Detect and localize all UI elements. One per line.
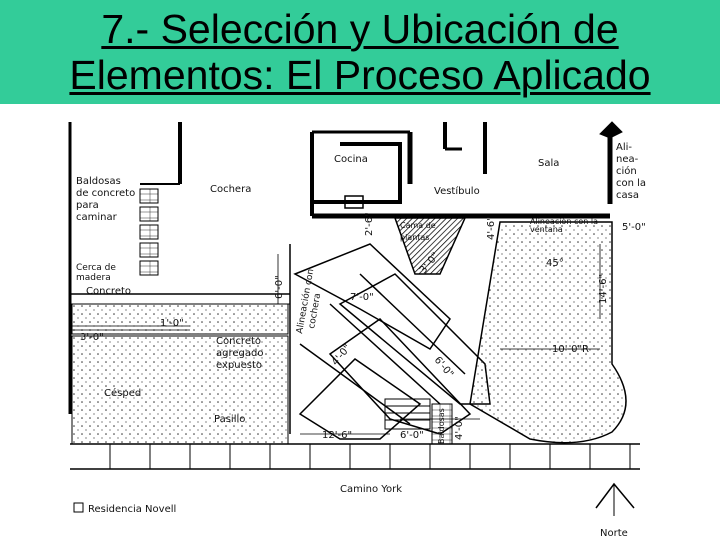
dim-7-0: 7'-0" (350, 292, 374, 303)
title-bar: 7.- Selección y Ubicación de Elementos: … (0, 0, 720, 104)
dim-5-0: 5'-0" (622, 222, 646, 233)
legend-residencia: Residencia Novell (73, 502, 176, 515)
patio-area (469, 221, 627, 444)
label-baldosas-4: caminar (76, 212, 118, 223)
label-alineacion-casa-5: casa (616, 190, 639, 201)
label-baldosas-3: para (76, 200, 99, 211)
sidewalk (70, 443, 640, 470)
label-cama-plantas-1: Cama de (400, 221, 436, 230)
label-baldosas-1: Baldosas (76, 176, 121, 187)
label-cochera: Cochera (210, 184, 251, 195)
site-plan-diagram: Baldosas de concreto para caminar Cocher… (68, 121, 646, 539)
dim-6-0-bottom: 6'-0" (400, 430, 424, 441)
label-baldosas-2: de concreto (76, 188, 135, 199)
dim-6-0-left: 6'-0" (274, 275, 285, 299)
label-cocina: Cocina (334, 154, 368, 165)
label-baldosas-vertical: Baldosas (437, 408, 446, 444)
slide-title-line-1: 7.- Selección y Ubicación de (101, 6, 619, 52)
label-norte: Norte (600, 528, 628, 539)
label-alineacion-casa-4: con la (616, 178, 646, 189)
label-alineacion-casa-1: Ali- (616, 142, 632, 153)
dim-10-0-r: 10'-0"R (552, 344, 589, 355)
dim-1-0: 1'-0" (160, 318, 184, 329)
north-arrow: Norte (595, 482, 635, 539)
dim-3-0: 3'-0" (80, 332, 104, 343)
label-alineacion-casa-3: ción (616, 165, 637, 177)
label-cama-plantas-2: plantas (400, 233, 429, 242)
planting-bed (393, 217, 467, 275)
dim-2-6: 2'-6" (364, 212, 375, 236)
dim-4-0-vertical: 4'-0" (454, 416, 465, 440)
dim-12-6: 12'-6" (322, 430, 352, 441)
stepping-pavers (139, 188, 159, 276)
label-cerca-madera-2: madera (76, 273, 111, 283)
label-concreto-agregado-2: agregado (216, 348, 263, 359)
label-alineacion-ventana-1: Alineación con la (530, 216, 598, 226)
label-camino: Camino York (340, 484, 402, 495)
north-arrow-icon (595, 482, 635, 509)
label-concreto-agregado-1: Concreto (216, 336, 261, 347)
label-alineacion-casa-2: nea- (616, 154, 639, 165)
diagonal-walkway (293, 243, 491, 440)
slide-title-line-2: Elementos: El Proceso Aplicado (69, 52, 651, 98)
dim-4-6: 4'-6" (486, 216, 497, 240)
legend-square-icon (73, 502, 84, 513)
label-residencia: Residencia Novell (88, 504, 176, 515)
concrete-strip (71, 303, 289, 335)
label-vestibulo: Vestíbulo (434, 185, 480, 197)
label-concreto-agregado-3: expuesto (216, 360, 262, 371)
house-outline (310, 121, 623, 219)
label-alineacion-ventana-2: ventana (530, 225, 563, 234)
dim-45-deg: 45° (546, 258, 564, 269)
entry-steps (384, 398, 453, 445)
label-cesped: Césped (104, 387, 141, 399)
label-concreto: Concreto (86, 286, 131, 297)
dimension-lines (70, 244, 601, 435)
lawn-area (71, 335, 289, 445)
label-cerca-madera-1: Cerca de (76, 263, 116, 273)
label-sala: Sala (538, 158, 559, 169)
dim-14-6: 14'-6" (598, 274, 609, 304)
label-pasillo: Pasillo (214, 414, 245, 425)
